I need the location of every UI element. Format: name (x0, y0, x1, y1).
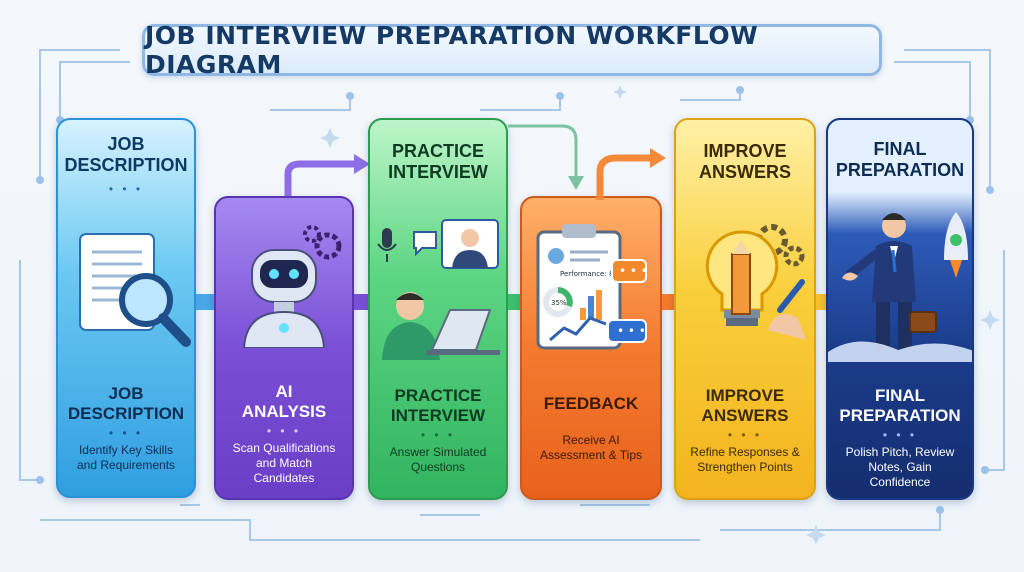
step-description-line: Assessment & Tips (539, 448, 643, 462)
step-card-ai-analysis: AI ANALYSIS • • • Scan Qualifications an… (214, 196, 354, 500)
businessman-rocket-icon (828, 202, 972, 362)
step-header: FINAL PREPARATION (828, 120, 972, 200)
step-header-line: PRACTICE (391, 141, 484, 161)
ai-robot-icon (216, 208, 352, 349)
lightbulb-pencil-icon (676, 210, 814, 360)
step-header-line: JOB (107, 133, 145, 154)
step-header-line: INTERVIEW (388, 162, 488, 182)
step-caption: AI ANALYSIS • • • Scan Qualifications an… (232, 382, 336, 485)
step-title-line: FINAL (874, 386, 926, 405)
step-caption: JOB DESCRIPTION • • • Identify Key Skill… (67, 384, 185, 472)
performance-label: Performance: 88% (560, 270, 625, 278)
step-header-line: FINAL (873, 139, 927, 159)
step-title-line: ANSWERS (701, 406, 789, 425)
step-title-line: PRACTICE (394, 386, 482, 405)
svg-text:• • •: • • • (619, 264, 648, 278)
flow-up-arrow (284, 154, 370, 196)
step-header-line: PREPARATION (835, 160, 965, 180)
step-description-line: Polish Pitch, Review (845, 445, 955, 459)
step-title-line: JOB (108, 384, 144, 403)
step-card-job-description: JOB DESCRIPTION • • • JOB DESCRIPTION • … (56, 118, 196, 498)
step-header-line: DESCRIPTION (64, 154, 188, 175)
title-banner: JOB INTERVIEW PREPARATION WORKFLOW DIAGR… (142, 21, 882, 79)
step-title-line: INTERVIEW (390, 406, 486, 425)
step-caption: IMPROVE ANSWERS • • • Refine Responses &… (690, 386, 800, 474)
video-interview-icon (370, 210, 506, 360)
step-description-line: Refine Responses & (690, 445, 800, 459)
svg-text:• • •: • • • (617, 324, 646, 338)
step-title-line: AI (275, 382, 293, 401)
step-title-line: PREPARATION (839, 406, 961, 425)
step-card-final-preparation: FINAL PREPARATION FINAL PREPARATION • • … (826, 118, 974, 500)
step-description-line: Candidates (253, 471, 315, 485)
step-description-line: Receive AI (562, 433, 620, 447)
step-header: IMPROVE ANSWERS (676, 120, 814, 204)
step-header: PRACTICE INTERVIEW (370, 120, 506, 204)
step-card-improve-answers: IMPROVE ANSWERS IMPROVE ANSWERS • • • Re… (674, 118, 816, 500)
flow-up-arrow (596, 148, 666, 200)
step-card-practice-interview: PRACTICE INTERVIEW PRACTICE INTERVIEW • … (368, 118, 508, 500)
step-title-line: ANALYSIS (241, 402, 327, 421)
donut-percentage-label: 35% (551, 299, 567, 307)
feedback-clipboard-icon: Performance: 88% 35% • • • • • • (522, 212, 660, 362)
step-description-line: and Match (255, 456, 313, 470)
step-header-line: IMPROVE (703, 141, 787, 161)
step-description-line: Confidence (869, 475, 931, 489)
step-header: JOB DESCRIPTION • • • (64, 133, 188, 196)
step-title-line: IMPROVE (705, 386, 785, 405)
step-description-line: Notes, Gain (868, 460, 932, 474)
step-card-feedback: Performance: 88% 35% • • • • • • FEEDBAC… (520, 196, 662, 500)
step-caption: PRACTICE INTERVIEW • • • Answer Simulate… (389, 386, 487, 474)
step-caption: FEEDBACK Receive AI Assessment & Tips (522, 394, 660, 463)
step-description-line: Scan Qualifications (232, 441, 336, 455)
flow-down-arrow (508, 124, 584, 190)
step-caption: FINAL PREPARATION • • • Polish Pitch, Re… (839, 386, 961, 489)
step-header-line: ANSWERS (698, 162, 791, 182)
step-description-line: Identify Key Skills (78, 443, 174, 457)
step-description-line: and Requirements (76, 458, 176, 472)
step-title-line: FEEDBACK (543, 394, 639, 413)
step-title-line: DESCRIPTION (67, 404, 185, 423)
step-description-line: Questions (410, 460, 466, 474)
step-description-line: Answer Simulated (389, 445, 487, 459)
document-magnifier-icon (58, 216, 194, 366)
diagram-title: JOB INTERVIEW PREPARATION WORKFLOW DIAGR… (145, 21, 759, 79)
step-description-line: Strengthen Points (697, 460, 793, 474)
